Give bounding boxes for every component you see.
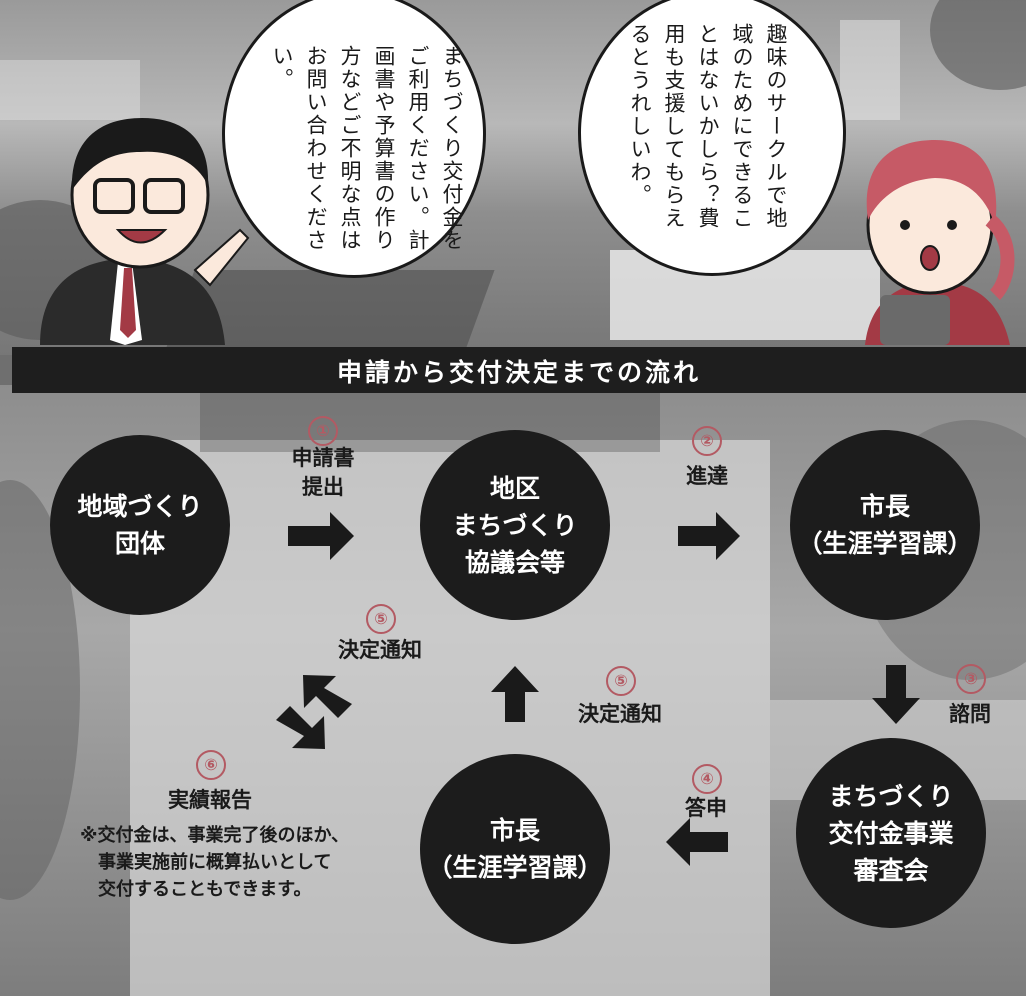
- bubble-right-line-1: 趣味のサークルで: [764, 23, 788, 207]
- node-mayor-top: 市長 （生涯学習課）: [790, 430, 980, 620]
- node-mayor-top-line-2: （生涯学習課）: [797, 529, 973, 558]
- arrow-diagonal-up-left-icon: [303, 675, 352, 718]
- woman-character-illustration: [865, 140, 1015, 345]
- step-2-number: ②: [692, 426, 722, 456]
- node-district-council: 地区 まちづくり 協議会等: [420, 430, 610, 620]
- man-character-illustration: [40, 118, 250, 345]
- step-1-label: 申請書 提出: [278, 444, 368, 502]
- footnote-line-3: 交付することもできます。: [98, 879, 312, 900]
- step-5a-number: ⑤: [366, 604, 396, 634]
- footnote-line-2: 事業実施前に概算払いとして: [98, 852, 332, 873]
- node-mayor-bottom-line-1: 市長: [489, 816, 540, 845]
- node-district-council-line-1: 地区: [489, 473, 540, 503]
- step-3-number: ③: [956, 664, 986, 694]
- node-mayor-bottom-line-2: （生涯学習課）: [427, 853, 603, 882]
- arrow-up-icon: [491, 666, 539, 722]
- bubble-right-line-4: 費用も支援してもら: [662, 23, 720, 230]
- step-6-number: ⑥: [196, 750, 226, 780]
- node-community-group: 地域づくり 団体: [50, 435, 230, 615]
- step-2-label: 進達: [686, 464, 728, 488]
- node-community-group-line-2: 団体: [114, 529, 165, 558]
- node-review-committee: まちづくり 交付金事業 審査会: [796, 738, 986, 928]
- bubble-right-line-3: とはないかしら？: [696, 23, 720, 207]
- bubble-left-line-4: などご不明な点はお: [304, 45, 362, 252]
- footnote: ※交付金は、事業完了後のほか、 事業実施前に概算払いとして 交付することもできま…: [80, 822, 349, 903]
- bubble-left-line-1: まちづくり交付金を: [440, 45, 464, 252]
- node-district-council-line-2: まちづくり: [452, 510, 578, 540]
- arrow-down-icon: [872, 665, 920, 724]
- arrow-left-icon: [666, 818, 728, 866]
- step-5a-label: 決定通知: [338, 638, 422, 662]
- arrow-right-2-icon: [678, 512, 740, 560]
- bubble-left-line-2: ご利用ください。計画: [372, 45, 430, 252]
- step-1-label-line-2: 提出: [302, 475, 344, 499]
- speech-bubble-left: まちづくり交付金をご利用ください。計画書や予算書の作り方などご不明な点はお問い合…: [222, 0, 486, 278]
- node-review-committee-line-1: まちづくり: [828, 781, 954, 811]
- node-mayor-bottom: 市長 （生涯学習課）: [420, 754, 610, 944]
- bubble-right-line-2: 地域のためにできるこ: [730, 23, 788, 230]
- step-5b-label: 決定通知: [578, 702, 662, 726]
- step-3-label: 諮問: [949, 702, 991, 726]
- node-review-committee-line-3: 審査会: [853, 855, 929, 885]
- node-review-committee-line-2: 交付金事業: [828, 818, 954, 848]
- node-district-council-line-3: 協議会等: [464, 547, 565, 577]
- step-1-label-line-1: 申請書: [291, 446, 355, 470]
- bubble-left-line-3: 書や予算書の作り方: [338, 45, 396, 252]
- footnote-line-1: ※交付金は、事業完了後のほか、: [80, 825, 350, 846]
- arrow-right-1-icon: [288, 512, 354, 560]
- flow-title: 申請から交付決定までの流れ: [336, 358, 701, 387]
- step-6-label: 実績報告: [168, 788, 252, 812]
- bubble-right-line-5: えるとうれしいわ。: [628, 23, 686, 230]
- step-4-label: 答申: [685, 796, 727, 820]
- step-1-number: ①: [308, 416, 338, 446]
- title-bar: 申請から交付決定までの流れ: [12, 347, 1026, 393]
- node-mayor-top-line-1: 市長: [859, 492, 910, 521]
- step-5b-number: ⑤: [606, 666, 636, 696]
- step-4-number: ④: [692, 764, 722, 794]
- bubble-left-line-5: 問い合わせください。: [270, 45, 328, 252]
- node-community-group-line-1: 地域づくり: [77, 492, 203, 521]
- speech-bubble-right: 趣味のサークルで地域のためにできることはないかしら？費用も支援してもらえるとうれ…: [578, 0, 846, 276]
- arrow-diagonal-down-right-icon: [276, 706, 325, 749]
